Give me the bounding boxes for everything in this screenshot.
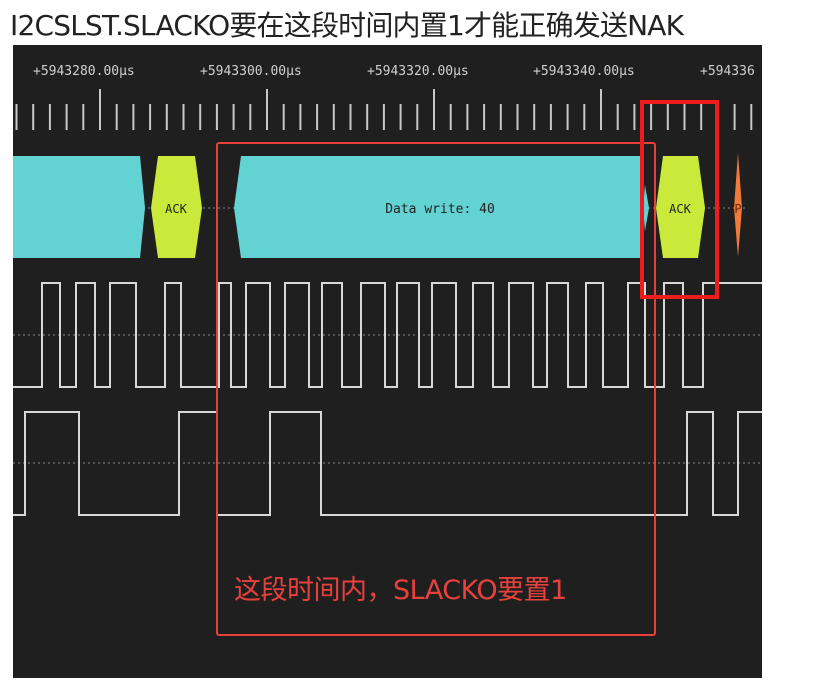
ack-label: ACK <box>165 202 187 216</box>
time-label: +5943340.00μs <box>533 64 635 79</box>
time-label: +594336 <box>700 64 755 79</box>
logic-analyzer-panel: +5943280.00μs +5943300.00μs +5943320.00μ… <box>13 45 762 678</box>
decode-row: ACK Data write: 40 ACK P <box>13 153 748 258</box>
ack-label: ACK <box>669 202 691 216</box>
time-label: +5943320.00μs <box>367 64 469 79</box>
data-write-label: Data write: 40 <box>385 202 495 217</box>
sda-waveform <box>13 411 762 516</box>
time-label: +5943300.00μs <box>200 64 302 79</box>
data-segment <box>13 156 145 258</box>
stop-segment <box>734 153 742 257</box>
annotation-label: 这段时间内，SLACKO要置1 <box>234 575 567 606</box>
waveform-view: +5943280.00μs +5943300.00μs +5943320.00μ… <box>13 64 762 636</box>
ack-segment <box>656 156 705 258</box>
data-segment <box>234 156 640 258</box>
scl-waveform <box>13 282 762 388</box>
data-segment <box>643 185 649 231</box>
ack-segment <box>151 156 202 258</box>
stop-label: P <box>734 202 741 216</box>
timeline: +5943280.00μs +5943300.00μs +5943320.00μ… <box>33 64 755 79</box>
ack-highlight-box <box>640 100 719 299</box>
annotation-box <box>216 142 656 636</box>
page-title: I2CSLST.SLACKO要在这段时间内置1才能正确发送NAK <box>10 9 684 42</box>
time-ruler <box>15 89 753 130</box>
time-label: +5943280.00μs <box>33 64 135 79</box>
